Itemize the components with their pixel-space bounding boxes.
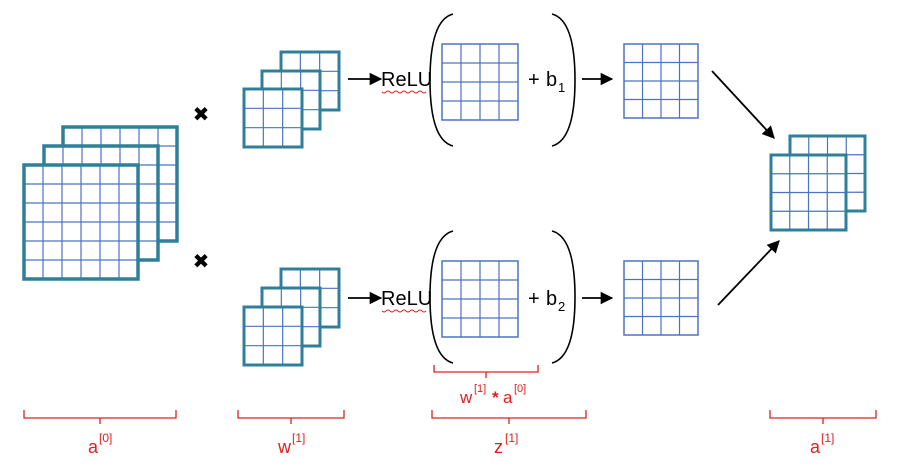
bias-subscript: 1 <box>558 80 565 95</box>
activation-bottom <box>623 260 699 336</box>
underbrace-icon <box>431 410 587 424</box>
parenthesis-icon <box>551 13 576 147</box>
grid-background <box>244 89 302 147</box>
spellcheck-underline <box>381 90 427 94</box>
conv-label: w [1] * a [0] <box>459 383 526 407</box>
arrow-icon <box>717 240 780 306</box>
parenthesis-icon <box>429 230 454 364</box>
filter-stack-bottom <box>242 267 341 367</box>
label-z1-sup: [1] <box>505 431 518 445</box>
label-a1: a [1] <box>810 431 834 457</box>
filter-slice-front <box>242 87 304 149</box>
conv-w-sup: [1] <box>474 383 486 395</box>
grid-border <box>623 260 699 336</box>
grid-border <box>242 305 304 367</box>
bias-bottom: + b 2 <box>528 288 565 314</box>
relu-label-bottom: ReLU <box>381 288 432 310</box>
grid-border <box>242 87 304 149</box>
bias-top: + b 1 <box>528 69 565 95</box>
bias-base: b <box>546 69 557 91</box>
conv-a-base: a <box>503 388 513 407</box>
activation-top <box>623 43 699 119</box>
label-w1: w [1] <box>277 431 305 457</box>
label-z1-base: z <box>494 437 503 457</box>
arrow-icon <box>711 70 775 139</box>
conv-star: * <box>492 388 499 407</box>
underbrace-icon <box>433 365 539 378</box>
multiply-icon: ✖ <box>193 104 210 126</box>
label-w1-sup: [1] <box>292 431 305 445</box>
input-slice-front <box>22 163 140 281</box>
grid-background <box>244 307 302 365</box>
conv-w-base: w <box>459 388 473 407</box>
output-slice-front <box>769 153 848 232</box>
grid-border <box>441 260 519 338</box>
grid-border <box>623 43 699 119</box>
bias-base: b <box>546 288 557 310</box>
conv-a-sup: [0] <box>514 383 526 395</box>
label-z1: z [1] <box>494 431 518 457</box>
label-w1-base: w <box>277 437 292 457</box>
underbrace-icon <box>23 410 177 424</box>
underbrace-icon <box>237 410 345 424</box>
bias-plus: + <box>528 288 540 310</box>
label-a0-base: a <box>88 437 99 457</box>
bias-subscript: 2 <box>558 299 565 314</box>
label-a0: a [0] <box>88 431 112 457</box>
grid-border <box>769 153 848 232</box>
label-a1-sup: [1] <box>821 431 834 445</box>
filter-stack-top <box>242 50 341 149</box>
grid-border <box>441 43 519 121</box>
conv-output-bottom <box>441 260 519 338</box>
input-volume <box>22 125 179 281</box>
label-a1-base: a <box>810 437 821 457</box>
underbrace-icon <box>769 410 877 424</box>
output-volume <box>769 134 867 232</box>
spellcheck-underline <box>381 309 427 313</box>
relu-label-top: ReLU <box>381 69 432 91</box>
filter-slice-front <box>242 305 304 367</box>
parenthesis-icon <box>551 230 576 364</box>
grid-border <box>22 163 140 281</box>
conv-output-top <box>441 43 519 121</box>
bias-plus: + <box>528 69 540 91</box>
parenthesis-icon <box>429 13 454 147</box>
label-a0-sup: [0] <box>99 431 112 445</box>
multiply-icon: ✖ <box>193 251 210 273</box>
